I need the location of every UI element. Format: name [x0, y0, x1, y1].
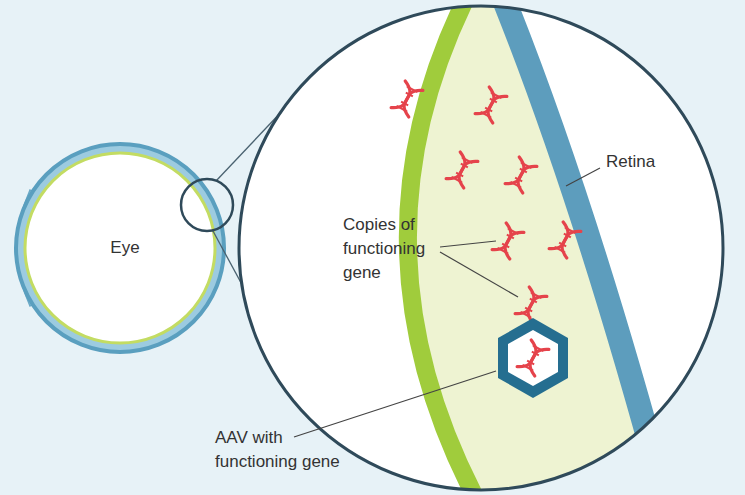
leader-line — [566, 168, 600, 186]
zoom-circle — [181, 179, 233, 231]
eye-figure — [16, 144, 224, 352]
aav-label: AAV with functioning gene — [215, 426, 355, 474]
leader-line — [440, 241, 496, 247]
retina-section — [408, 0, 745, 495]
leader-line — [440, 252, 518, 297]
zoom-circle — [239, 6, 723, 490]
gene-label: Copies of functioning gene — [343, 213, 443, 285]
gene-copies — [391, 81, 581, 323]
retina-label: Retina — [606, 150, 686, 174]
eye-node: Eye — [110, 236, 139, 260]
aav-capsid — [498, 318, 568, 398]
node-text: Eye — [110, 236, 139, 260]
leader-line — [294, 371, 496, 437]
